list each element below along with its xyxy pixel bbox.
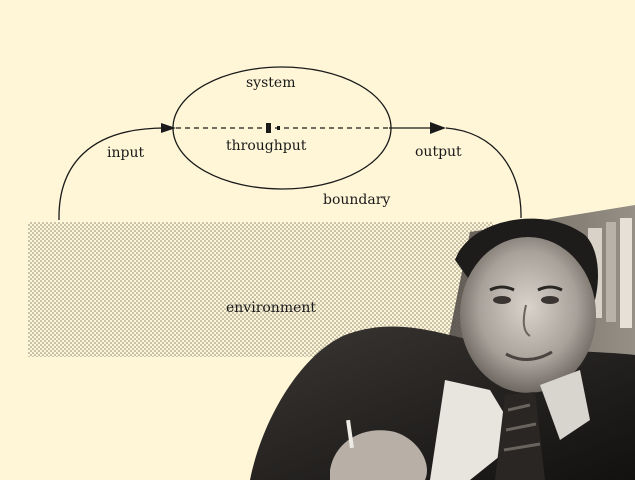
input-label: input — [107, 145, 144, 161]
person-portrait-icon — [250, 205, 635, 480]
environment-label: environment — [226, 300, 316, 316]
input-arrowhead-icon — [161, 123, 176, 133]
output-arrow-curve — [445, 127, 522, 219]
system-label: system — [246, 75, 295, 91]
throughput-label: throughput — [226, 138, 307, 154]
output-label: output — [415, 144, 462, 160]
output-arrowhead-icon — [430, 122, 446, 134]
throughput-tick-icon — [277, 126, 280, 130]
boundary-label: boundary — [323, 192, 390, 208]
throughput-marker-icon — [266, 123, 271, 133]
input-arrow-curve — [58, 127, 166, 221]
